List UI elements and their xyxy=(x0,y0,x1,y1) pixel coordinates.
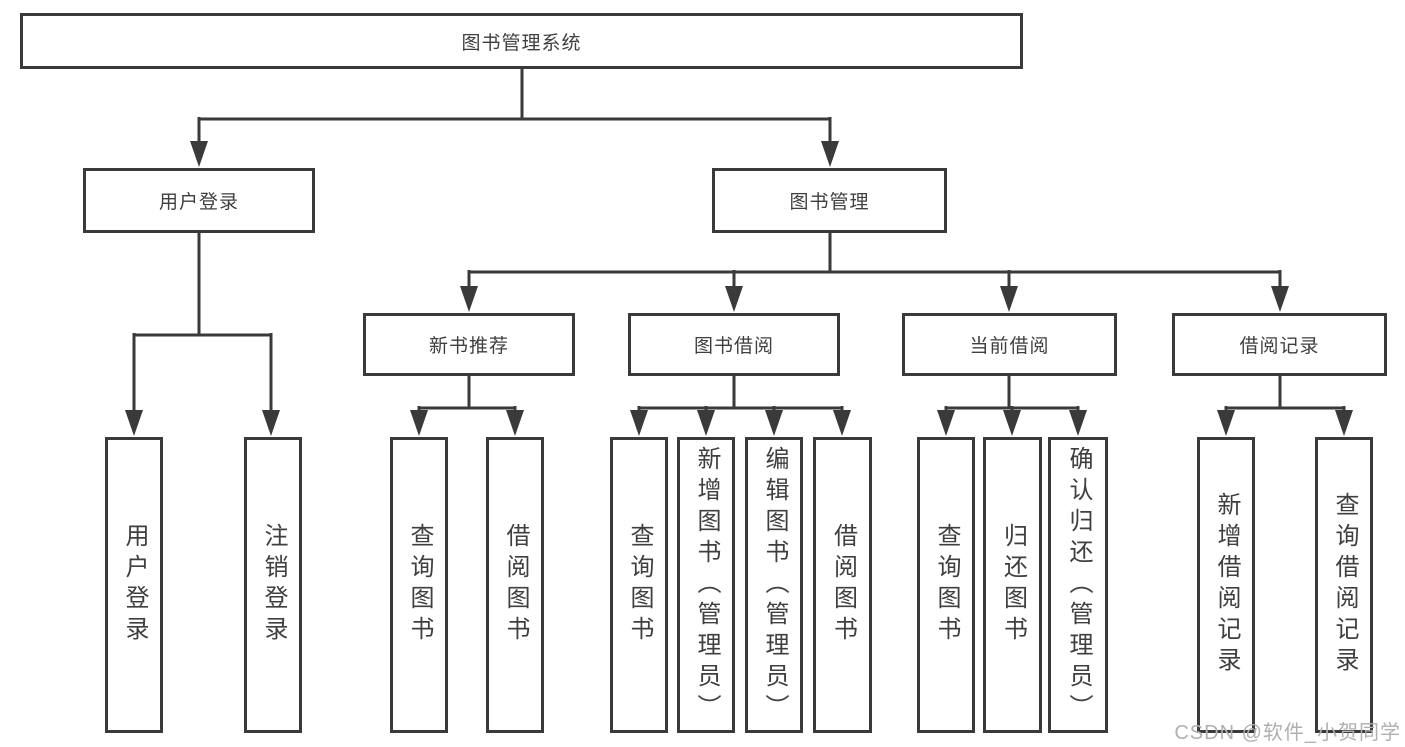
leaf-label: 新增借阅记录 xyxy=(1213,492,1240,678)
leaf-query-books-recommend: 查询图书 xyxy=(390,437,448,733)
leaf-label: 用户登录 xyxy=(121,523,148,647)
node-library-management-system: 图书管理系统 xyxy=(20,13,1023,69)
leaf-return-books: 归还图书 xyxy=(983,437,1042,733)
leaf-edit-book-admin: 编辑图书（管理员） xyxy=(745,437,803,733)
leaf-label: 借阅图书 xyxy=(502,523,529,647)
leaf-add-borrow-record: 新增借阅记录 xyxy=(1197,437,1255,733)
leaf-logout: 注销登录 xyxy=(244,437,302,733)
node-new-book-recommendation: 新书推荐 xyxy=(363,313,575,376)
node-book-management: 图书管理 xyxy=(712,168,947,233)
leaf-borrow-books-borrowing: 借阅图书 xyxy=(813,437,872,733)
leaf-label: 借阅图书 xyxy=(829,523,857,647)
leaf-label: 新增图书（管理员） xyxy=(693,445,720,725)
node-current-borrowing: 当前借阅 xyxy=(902,313,1117,376)
node-label: 图书借阅 xyxy=(693,336,774,357)
leaf-add-book-admin: 新增图书（管理员） xyxy=(677,437,735,733)
leaf-label: 查询图书 xyxy=(406,523,433,647)
leaf-query-books-borrowing: 查询图书 xyxy=(610,437,668,733)
node-label: 新书推荐 xyxy=(428,336,509,357)
leaf-user-login: 用户登录 xyxy=(105,437,163,733)
leaf-label: 查询图书 xyxy=(933,523,960,647)
node-label: 用户登录 xyxy=(158,192,239,213)
node-borrowing-records: 借阅记录 xyxy=(1172,313,1387,376)
node-label: 图书管理 xyxy=(789,192,870,213)
leaf-label: 归还图书 xyxy=(999,523,1027,647)
leaf-confirm-return-admin: 确认归还（管理员） xyxy=(1048,437,1108,733)
leaf-label: 编辑图书（管理员） xyxy=(761,445,788,725)
node-label: 当前借阅 xyxy=(969,336,1050,357)
leaf-label: 查询图书 xyxy=(626,523,653,647)
leaf-borrow-books-recommend: 借阅图书 xyxy=(486,437,544,733)
leaf-query-books-current: 查询图书 xyxy=(917,437,975,733)
leaf-label: 注销登录 xyxy=(260,523,287,647)
node-book-borrowing: 图书借阅 xyxy=(628,313,840,376)
leaf-label: 查询借阅记录 xyxy=(1331,492,1358,678)
leaf-query-borrow-record: 查询借阅记录 xyxy=(1315,437,1373,733)
node-label: 图书管理系统 xyxy=(461,32,582,54)
node-user-login: 用户登录 xyxy=(83,168,315,233)
node-label: 借阅记录 xyxy=(1239,336,1320,357)
watermark-text: CSDN @软件_小贺同学 xyxy=(1174,722,1401,744)
leaf-label: 确认归还（管理员） xyxy=(1065,445,1092,725)
